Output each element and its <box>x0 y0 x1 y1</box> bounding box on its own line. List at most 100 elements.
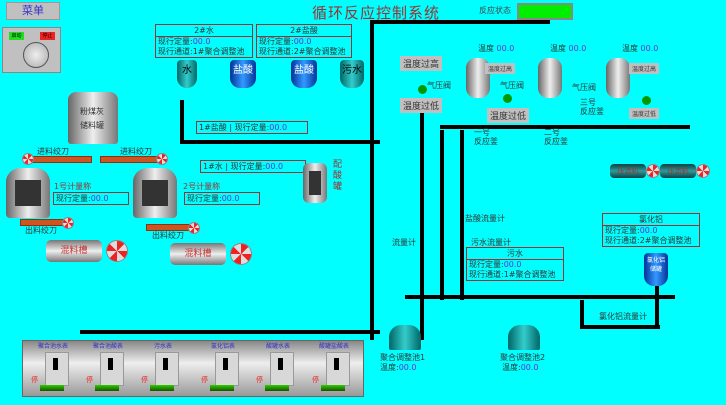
filter-press-fan-2 <box>696 164 710 178</box>
alcl-pipe-v2 <box>655 280 659 328</box>
toggle-switch[interactable] <box>155 352 179 386</box>
qty-label: 现行定量: <box>158 37 193 46</box>
info-box-alcl: 氯化铝 现行定量:00.0 现行通道:2#聚合调整池 <box>602 213 700 247</box>
toggle-switch[interactable] <box>215 352 239 386</box>
polymer-pool-2 <box>508 325 540 350</box>
toggle-switch[interactable] <box>326 352 350 386</box>
qty-value: 00.0 <box>639 226 658 235</box>
temp-value: 00.0 <box>568 44 587 53</box>
tank-label: 水 <box>182 65 192 76</box>
meter-switch-panel: 聚合池水表 停 聚合池酸表 停 污水表 停 氯化铝表 停 酸罐水表 停 酸罐盐酸… <box>22 340 364 397</box>
sewage-flow-meter-label: 污水流量计 <box>471 238 511 247</box>
alcl-flow-meter-label: 氯化铝流量计 <box>599 312 647 321</box>
discharge-auger-label-1: 出料绞刀 <box>25 226 57 235</box>
hcl-tank-1: 盐酸 <box>230 60 256 88</box>
start-stop-knob[interactable] <box>23 42 49 68</box>
switch-slot <box>163 358 168 370</box>
channel-value: 2#聚合调整池 <box>293 47 346 56</box>
scale-1-label: 1号计量称 <box>54 182 92 191</box>
feed-auger-label-1: 进料绞刀 <box>37 147 69 156</box>
reactor-2-temp: 温度 00.0 <box>550 43 586 54</box>
temp-value: 00.0 <box>640 44 659 53</box>
qty-value: 00.0 <box>192 37 211 46</box>
qty-label: 现行定量: <box>230 162 266 171</box>
info-title: 2#水 <box>156 25 252 37</box>
switch-slot <box>223 358 228 370</box>
reactor-1-name: 一号反应釜 <box>474 128 498 146</box>
menu-button[interactable]: 菜单 <box>6 2 60 20</box>
qty-value: 00.0 <box>265 162 284 171</box>
acid-pipe-h <box>180 140 380 144</box>
switch-label: 污水表 <box>153 343 172 350</box>
reactor-2-high-temp-alarm: 温度过高 <box>485 63 516 74</box>
channel-value: 2#聚合调整池 <box>639 236 692 245</box>
tank-window <box>309 171 321 195</box>
alcl-tank-label-1: 氯化铝 <box>646 257 665 264</box>
scale-window <box>142 180 168 206</box>
feed-auger-fan-1 <box>22 153 34 165</box>
reactor-pipe <box>440 125 690 129</box>
temp-label: 温度: <box>380 363 399 372</box>
switch-slot <box>108 358 113 370</box>
switch-indicator <box>210 385 234 391</box>
switch-slot <box>334 358 339 370</box>
switch-indicator <box>321 385 345 391</box>
switch-pool-water-meter: 聚合池水表 停 <box>28 341 78 396</box>
info-title: 1#盐酸 <box>199 123 227 132</box>
reactor-3-temp: 温度 00.0 <box>622 43 658 54</box>
switch-slot <box>53 358 58 370</box>
mixer-fan-1 <box>106 240 128 262</box>
stop-indicator: 停止 <box>40 32 55 40</box>
temp-value: 00.0 <box>496 44 515 53</box>
qty-label: 现行定量: <box>56 194 91 203</box>
switch-state: 停 <box>312 376 319 384</box>
feed-auger-label-2: 进料绞刀 <box>120 147 152 156</box>
toggle-switch[interactable] <box>45 352 69 386</box>
switch-slot <box>278 358 283 370</box>
switch-pool-acid-meter: 聚合池酸表 停 <box>83 341 133 396</box>
qty-label: 现行定量: <box>259 37 294 46</box>
toggle-switch[interactable] <box>100 352 124 386</box>
start-indicator: 启动 <box>9 32 24 40</box>
switch-indicator <box>150 385 174 391</box>
reactor-1-temp: 温度 00.0 <box>478 43 514 54</box>
reactor-1-high-temp-alarm: 温度过高 <box>400 56 443 71</box>
reactor-3 <box>606 58 630 98</box>
channel-label: 现行通道: <box>469 270 504 279</box>
tank-label: 污水 <box>342 65 362 76</box>
switch-state: 停 <box>256 376 263 384</box>
bottom-pipe <box>80 330 380 334</box>
info-box-scale2: 现行定量:00.0 <box>184 192 260 205</box>
switch-indicator <box>40 385 64 391</box>
name-line1: 三号 <box>580 98 596 107</box>
reactor-3-low-temp-alarm: 温度过低 <box>629 108 660 119</box>
feed-auger-fan-2 <box>156 153 168 165</box>
pool-2-label: 聚合调整池2 <box>500 353 546 362</box>
tank-label: 盐酸 <box>294 65 314 76</box>
reactor-2-name: 二号反应釜 <box>544 128 568 146</box>
feed-auger-2 <box>100 156 164 163</box>
qty-label: 现行定量: <box>605 226 640 235</box>
qty-label: 现行定量: <box>187 194 222 203</box>
switch-label: 酸罐水表 <box>265 343 290 350</box>
qty-value: 00.0 <box>269 123 288 132</box>
reactor-2-status-lamp <box>503 94 512 103</box>
switch-label: 聚合池水表 <box>37 343 68 350</box>
tank-label: 盐酸 <box>233 65 253 76</box>
water-tank: 水 <box>177 60 197 88</box>
info-box-water1: 1#水 | 现行定量:00.0 <box>200 160 306 173</box>
toggle-switch[interactable] <box>270 352 294 386</box>
mixer-fan-2 <box>230 243 252 265</box>
info-box-scale1: 现行定量:00.0 <box>53 192 129 205</box>
acid-mixing-tank-label: 配酸罐 <box>333 160 343 192</box>
info-title: 污水 <box>467 248 563 260</box>
alcl-pipe-v <box>580 300 584 325</box>
main-pipe <box>370 20 374 340</box>
channel-value: 1#聚合调整池 <box>503 270 556 279</box>
ash-tank-label-2: 储料罐 <box>80 121 104 130</box>
acid-mixing-tank <box>303 163 327 203</box>
discharge-auger-label-2: 出料绞刀 <box>152 231 184 240</box>
qty-label: 现行定量: <box>234 123 270 132</box>
fly-ash-storage-tank: 粉煤灰 储料罐 <box>68 92 118 144</box>
channel-value: 1#聚合调整池 <box>192 47 245 56</box>
